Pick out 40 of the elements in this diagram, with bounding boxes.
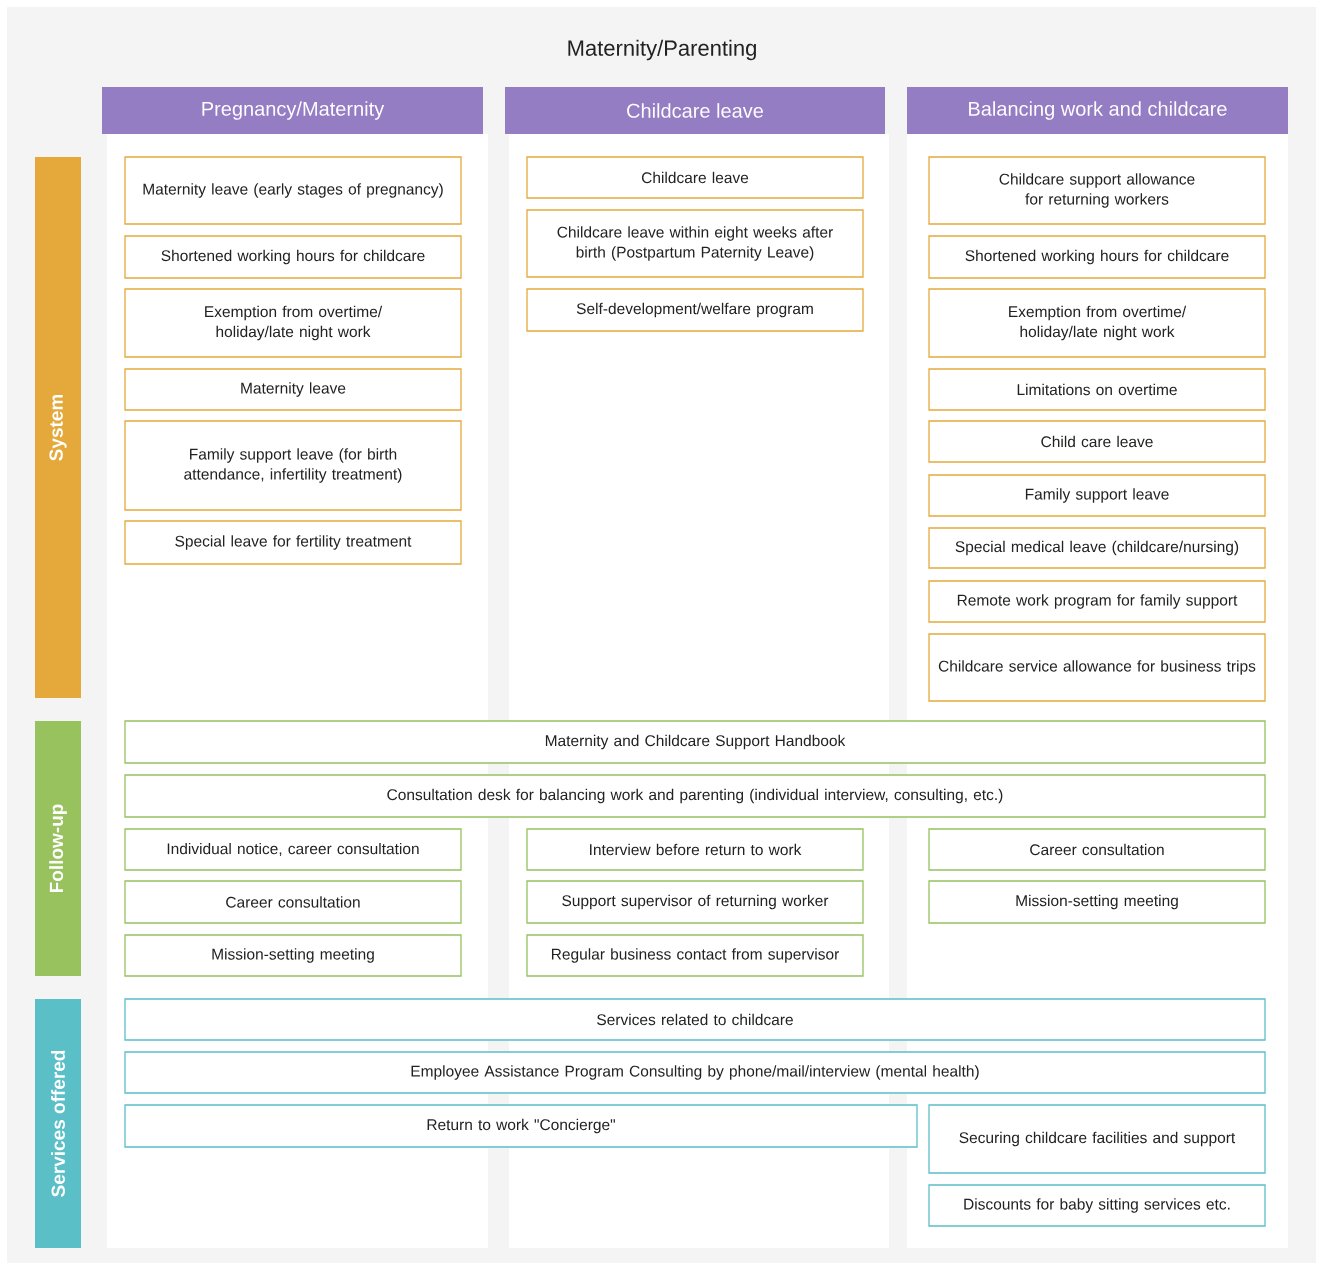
item-box: Maternity leave	[124, 368, 462, 411]
item-box: Individual notice, career consultation	[124, 828, 462, 871]
item-box: Child care leave	[928, 420, 1266, 463]
item-box: Special leave for fertility treatment	[124, 520, 462, 565]
item-box: Special medical leave (childcare/nursing)	[928, 527, 1266, 569]
item-box: Self-development/welfare program	[526, 288, 864, 332]
item-box: Exemption from overtime/ holiday/late night work	[928, 288, 1266, 358]
item-box: Support supervisor of returning worker	[526, 880, 864, 924]
title: Maternity/Parenting	[568, 39, 756, 61]
item-box: Mission-setting meeting	[928, 880, 1266, 924]
item-box: Career consultation	[928, 828, 1266, 871]
item-box: Family support leave (for birth attendance, infertility treatment)	[124, 420, 462, 511]
item-box: Securing childcare facilities and support	[928, 1104, 1266, 1174]
category-band: Services offered	[35, 999, 81, 1248]
item-box: Remote work program for family support	[928, 580, 1266, 623]
item-box: Maternity and Childcare Support Handbook	[124, 720, 1266, 764]
item-box: Regular business contact from supervisor	[526, 934, 864, 977]
column-header: Childcare leave	[505, 87, 885, 134]
item-box: Childcare support allowance for returning workers	[928, 156, 1266, 225]
item-box: Return to work "Concierge"	[124, 1104, 918, 1148]
item-box: Interview before return to work	[526, 828, 864, 871]
item-box: Family support leave	[928, 474, 1266, 517]
item-box: Employee Assistance Program Consulting by phone/mail/interview (mental health)	[124, 1051, 1266, 1094]
item-box: Consultation desk for balancing work and parenting (individual interview, consulting, etc.)	[124, 774, 1266, 818]
item-box: Limitations on overtime	[928, 368, 1266, 411]
item-box: Shortened working hours for childcare	[928, 235, 1266, 279]
item-box: Maternity leave (early stages of pregnancy)	[124, 156, 462, 225]
category-band: System	[35, 157, 81, 698]
item-box: Shortened working hours for childcare	[124, 235, 462, 279]
column-header: Balancing work and childcare	[907, 87, 1288, 134]
item-box: Exemption from overtime/ holiday/late night work	[124, 288, 462, 358]
item-box: Childcare leave	[526, 156, 864, 199]
item-box: Mission-setting meeting	[124, 934, 462, 977]
item-box: Services related to childcare	[124, 998, 1266, 1041]
item-box: Childcare leave within eight weeks after birth (Postpartum Paternity Leave)	[526, 209, 864, 278]
item-box: Discounts for baby sitting services etc.	[928, 1184, 1266, 1227]
item-box: Career consultation	[124, 880, 462, 924]
column-header: Pregnancy/Maternity	[102, 87, 483, 134]
category-band: Follow-up	[35, 721, 81, 976]
item-box: Childcare service allowance for business trips	[928, 633, 1266, 702]
